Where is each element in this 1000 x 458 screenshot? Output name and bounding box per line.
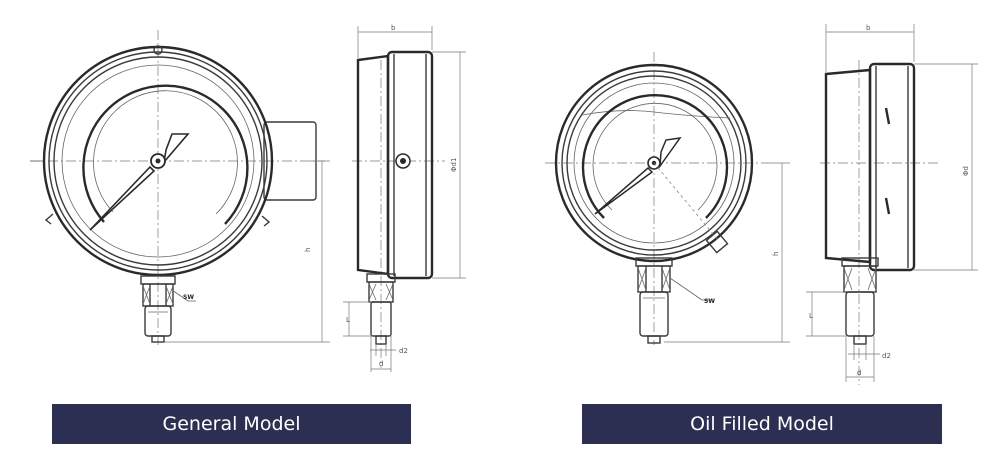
general-front-view xyxy=(30,30,330,345)
general-b-label: b xyxy=(391,24,396,32)
oil-side-view xyxy=(806,24,978,385)
oil-d1-label: Φd xyxy=(962,166,970,176)
oil-b-label: b xyxy=(866,24,871,32)
general-h-label: h xyxy=(304,248,312,252)
oil-l-label: L xyxy=(809,312,813,320)
oil-d-label: d xyxy=(857,369,861,377)
general-d1-label: Φd1 xyxy=(450,158,458,172)
oil-filled-model-label-text: Oil Filled Model xyxy=(690,413,834,435)
oil-front-view xyxy=(545,52,790,345)
oil-d2-label: d2 xyxy=(882,352,891,360)
general-model-label: General Model xyxy=(52,404,411,444)
oil-h-label: h xyxy=(772,252,780,256)
oil-sw-label: SW xyxy=(704,298,715,305)
general-sw-label: SW xyxy=(183,294,194,301)
general-side-view xyxy=(343,26,466,372)
general-d2-label: d2 xyxy=(399,347,408,355)
general-l-label: L xyxy=(346,316,350,324)
general-model-label-text: General Model xyxy=(162,413,301,435)
general-d-label: d xyxy=(379,360,383,368)
oil-filled-model-label: Oil Filled Model xyxy=(582,404,942,444)
